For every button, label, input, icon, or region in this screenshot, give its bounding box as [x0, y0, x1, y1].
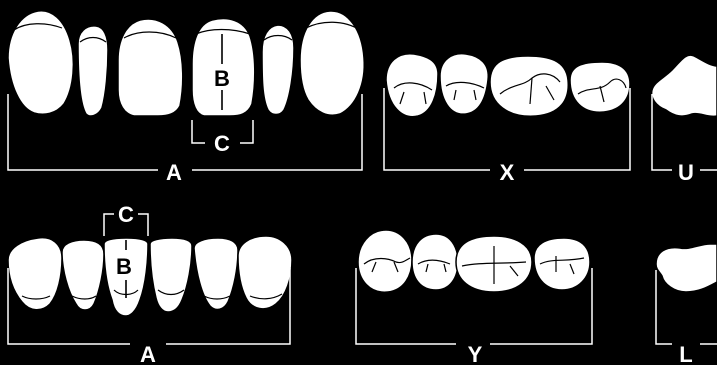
lower-width-label: C — [118, 202, 134, 227]
lower-anterior-teeth: B — [8, 236, 292, 316]
lower-span-label: A — [140, 342, 156, 365]
upper-width-label: C — [214, 131, 230, 156]
upper-width-bracket: C — [192, 120, 253, 156]
upper-first-premolar — [386, 54, 438, 117]
lower-posterior-teeth — [358, 230, 590, 292]
upper-left-lateral-incisor — [78, 26, 108, 116]
upper-second-premolar — [440, 54, 488, 114]
upper-first-molar — [490, 56, 568, 116]
lower-second-molar — [534, 238, 590, 290]
lower-width-bracket: C — [104, 202, 148, 236]
lower-height-label: B — [116, 254, 132, 279]
lower-right-central-incisor — [150, 238, 192, 312]
lower-posterior-label: Y — [468, 342, 483, 365]
upper-left-central-incisor — [118, 19, 183, 116]
upper-span-label: A — [166, 160, 182, 185]
upper-posterior-teeth — [386, 54, 630, 117]
lower-molar-partial: L — [656, 244, 717, 365]
lower-third-molar — [656, 244, 717, 292]
upper-posterior-label: X — [500, 160, 515, 185]
upper-third-molar — [652, 55, 717, 116]
lower-molar-label: L — [679, 342, 692, 365]
upper-molar-label: U — [678, 160, 694, 185]
lower-right-canine — [238, 236, 292, 309]
upper-molar-partial: U — [652, 55, 717, 185]
upper-height-label: B — [214, 66, 230, 91]
upper-left-canine — [8, 11, 73, 115]
lower-second-premolar — [412, 234, 458, 290]
upper-anterior-teeth: B — [8, 11, 364, 116]
